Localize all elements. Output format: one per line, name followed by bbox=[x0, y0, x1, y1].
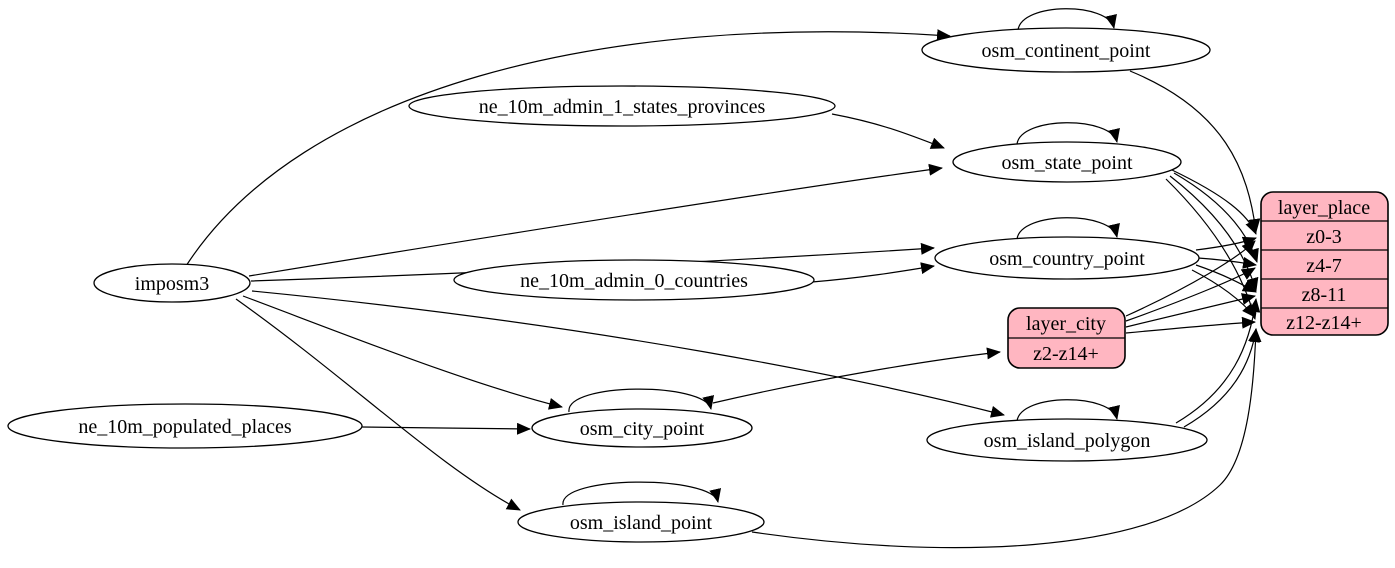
node-osm_island_polygon: osm_island_polygon bbox=[926, 418, 1208, 462]
node-osm_continent_point: osm_continent_point bbox=[921, 27, 1211, 73]
ne1-label: ne_10m_admin_1_states_provinces bbox=[479, 96, 766, 118]
edge-self-osm_continent_point bbox=[1017, 8, 1117, 31]
layer-place-box bbox=[1260, 191, 1389, 336]
node-ne_10m_admin_1_states_provinces: ne_10m_admin_1_states_provinces bbox=[408, 85, 836, 127]
edge-osm_continent_point-layer_place-z0-3 bbox=[1129, 70, 1261, 233]
ne0-label: ne_10m_admin_0_countries bbox=[520, 270, 748, 292]
edge-osm_island_polygon-layer_place-z8-11 bbox=[1175, 298, 1261, 424]
edge-self-osm_state_point bbox=[1016, 122, 1120, 145]
nepop-label: ne_10m_populated_places bbox=[78, 416, 291, 438]
layer-place-row-z12-z14: z12-z14+ bbox=[1286, 312, 1362, 334]
island-point-label: osm_island_point bbox=[570, 512, 713, 534]
edge-layer_city-layer_place-z8-11 bbox=[1125, 293, 1256, 328]
city-ellipse bbox=[531, 408, 753, 448]
edge-layer_city-layer_place-z4-7 bbox=[1125, 267, 1256, 322]
edge-layer bbox=[185, 8, 1262, 549]
ne0-ellipse bbox=[453, 259, 815, 301]
edge-imposm3-osm_continent_point bbox=[185, 29, 951, 267]
layer-place-row-z0-3: z0-3 bbox=[1306, 226, 1342, 248]
edge-osm_country_point-layer_place-z12-z14 bbox=[1191, 269, 1256, 318]
edge-layer_city-layer_place-z12-z14 bbox=[1125, 316, 1256, 334]
layer-place-row-z8-11: z8-11 bbox=[1302, 284, 1347, 306]
state-label: osm_state_point bbox=[1001, 152, 1133, 174]
node-ne_10m_populated_places: ne_10m_populated_places bbox=[7, 403, 363, 449]
continent-label: osm_continent_point bbox=[982, 40, 1151, 62]
edge-self-osm_island_point bbox=[562, 481, 721, 506]
layer-place-title: layer_place bbox=[1278, 197, 1370, 219]
island-point-ellipse bbox=[517, 501, 765, 543]
state-ellipse bbox=[952, 141, 1182, 183]
island-polygon-label: osm_island_polygon bbox=[984, 430, 1151, 452]
edge-imposm3-osm_city_point bbox=[242, 295, 563, 410]
node-osm_island_point: osm_island_point bbox=[517, 501, 765, 543]
node-osm_city_point: osm_city_point bbox=[531, 408, 753, 448]
edge-layer_city-layer_place-z0-3 bbox=[1125, 240, 1256, 317]
layer-city-row-z2-z14: z2-z14+ bbox=[1033, 343, 1099, 365]
edge-ne_10m_populated_places-osm_city_point bbox=[361, 422, 531, 435]
node-osm_country_point: osm_country_point bbox=[934, 236, 1200, 280]
edge-imposm3-osm_state_point bbox=[248, 163, 943, 277]
node-layer_city: layer_city z2-z14+ bbox=[1007, 307, 1126, 369]
edge-imposm3-osm_island_polygon bbox=[251, 290, 1005, 418]
layer-city-title: layer_city bbox=[1026, 313, 1106, 335]
edge-self-osm_city_point bbox=[568, 388, 714, 413]
edge-ne_10m_admin_1_states_provinces-osm_state_point bbox=[831, 113, 945, 149]
edge-osm_country_point-layer_place-z4-7 bbox=[1197, 256, 1257, 269]
island-polygon-ellipse bbox=[926, 418, 1208, 462]
continent-ellipse bbox=[921, 27, 1211, 73]
edge-osm_state_point-layer_place-z8-11 bbox=[1169, 175, 1259, 292]
node-layer_place: layer_place z0-3 z4-7 z8-11 z12-z14+ bbox=[1260, 191, 1389, 336]
edge-osm_state_point-layer_place-z0-3 bbox=[1171, 169, 1257, 235]
edge-imposm3-osm_island_point bbox=[235, 298, 521, 511]
edge-ne_10m_admin_0_countries-osm_country_point bbox=[811, 262, 935, 283]
city-label: osm_city_point bbox=[580, 418, 705, 440]
node-imposm3: imposm3 bbox=[93, 263, 251, 303]
edge-osm_country_point-layer_place-z0-3 bbox=[1195, 236, 1257, 251]
country-label: osm_country_point bbox=[989, 248, 1145, 270]
imposm3-label: imposm3 bbox=[135, 273, 209, 295]
edge-osm_city_point-layer_city-z2-z14 bbox=[712, 347, 1001, 404]
imposm3-ellipse bbox=[93, 263, 251, 303]
edge-self-osm_island_polygon bbox=[1016, 399, 1120, 422]
nepop-ellipse bbox=[7, 403, 363, 449]
node-osm_state_point: osm_state_point bbox=[952, 141, 1182, 183]
edge-self-osm_country_point bbox=[1016, 217, 1120, 240]
node-ne_10m_admin_0_countries: ne_10m_admin_0_countries bbox=[453, 259, 815, 301]
country-ellipse bbox=[934, 236, 1200, 280]
edge-osm_island_point-layer_place-z12-z14 bbox=[751, 328, 1262, 549]
ne1-ellipse bbox=[408, 85, 836, 127]
layer-place-row-z4-7: z4-7 bbox=[1306, 255, 1342, 277]
edge-osm_country_point-layer_place-z8-11 bbox=[1195, 264, 1257, 293]
